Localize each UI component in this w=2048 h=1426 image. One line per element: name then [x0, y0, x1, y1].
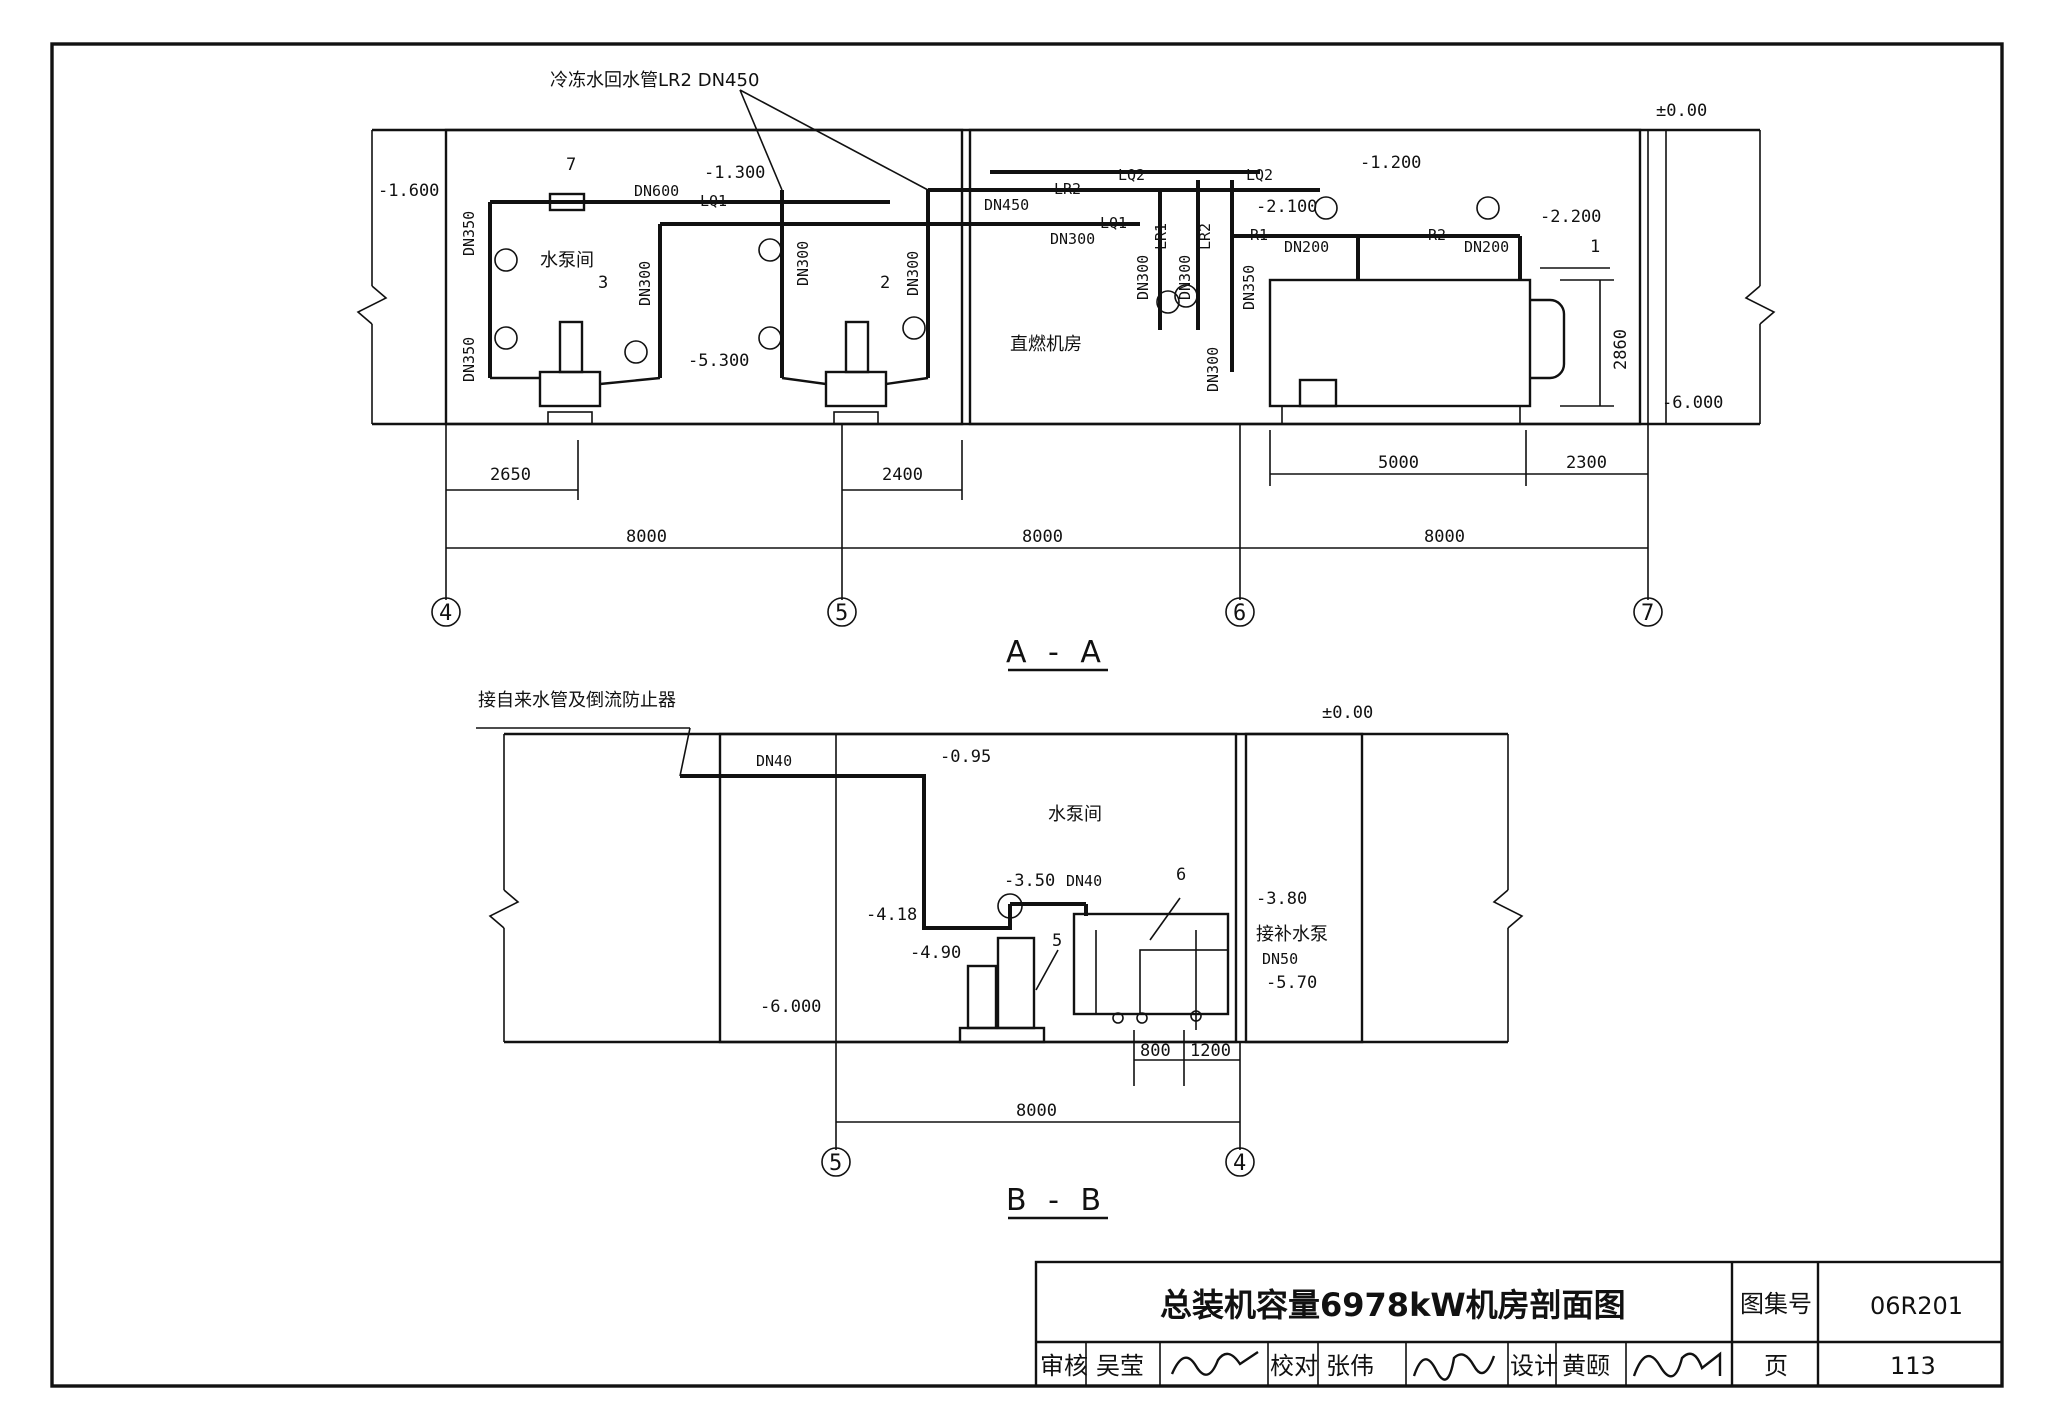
atlas-label: 图集号: [1740, 1290, 1812, 1318]
a-pipe-label: DN300: [1176, 255, 1194, 300]
b-level-pipe: -0.95: [940, 747, 991, 767]
b-pump-room-label: 水泵间: [1048, 804, 1102, 825]
a-axis: 6: [1233, 601, 1246, 626]
a-pipe-label: LR2: [1196, 223, 1214, 250]
a-dim: 8000: [1424, 527, 1465, 547]
a-title: A - A: [1006, 635, 1107, 670]
b-level-right-b: -5.70: [1266, 973, 1317, 993]
signature-check: [1412, 1353, 1496, 1381]
a-dim: 2300: [1566, 453, 1607, 473]
design-label: 设计: [1510, 1352, 1558, 1380]
a-pipe-label: DN600: [634, 182, 679, 200]
a-level-left: -1.600: [378, 181, 439, 201]
a-dim: 5000: [1378, 453, 1419, 473]
b-pipe-out: DN50: [1262, 950, 1298, 968]
a-level-bottom-right: -6.000: [1662, 393, 1723, 413]
a-pipe-label: DN300: [794, 241, 812, 286]
b-level-right-a: -3.80: [1256, 889, 1307, 909]
a-level-top: ±0.00: [1656, 101, 1707, 121]
a-pipe-label: DN300: [1204, 347, 1222, 392]
a-callout: 2: [880, 273, 890, 293]
a-axis: 4: [439, 601, 452, 626]
a-level-pump-base: -5.300: [688, 351, 749, 371]
b-callout: 5: [1052, 931, 1062, 951]
b-to-pump: 接补水泵: [1256, 924, 1328, 945]
a-pipe-label: DN300: [904, 251, 922, 296]
check-label: 校对: [1270, 1352, 1318, 1380]
a-pipe-label: DN350: [1240, 265, 1258, 310]
b-pipe-tank: DN40: [1066, 872, 1102, 890]
a-pipe-label: DN300: [1134, 255, 1152, 300]
a-level-lq2: -1.200: [1360, 153, 1421, 173]
a-pipe-label: DN200: [1284, 238, 1329, 256]
a-pipe-label: DN350: [460, 211, 478, 256]
section-b: B - B 接自来水管及倒流防止器 ±0.00 -6.000 -0.95 -3.…: [476, 690, 1524, 1220]
drawing-title: 总装机容量6978kW机房剖面图: [1160, 1286, 1626, 1324]
a-return-pipe-label: 冷冻水回水管LR2 DN450: [550, 70, 759, 91]
atlas-no: 06R201: [1870, 1292, 1963, 1320]
a-pipe-label: DN350: [460, 337, 478, 382]
b-level-valve: -4.18: [866, 905, 917, 925]
a-dim: 2650: [490, 465, 531, 485]
page-label: 页: [1764, 1352, 1788, 1380]
water-tank: [1072, 912, 1230, 1016]
sheet-border: [50, 42, 2004, 1388]
a-pipe-label: LQ1: [1100, 214, 1127, 232]
checker: 张伟: [1326, 1352, 1374, 1380]
a-pipe-label: LQ2: [1246, 166, 1273, 184]
a-level-r2: -2.200: [1540, 207, 1601, 227]
b-supply-label: 接自来水管及倒流防止器: [478, 690, 676, 711]
b-level-floor: -6.000: [760, 997, 821, 1017]
a-pipe-label: DN450: [984, 196, 1029, 214]
designer: 黄颐: [1562, 1352, 1610, 1380]
b-pipe-top: DN40: [756, 752, 792, 770]
a-pipe-label: DN200: [1464, 238, 1509, 256]
a-pipe-label: R2: [1428, 226, 1446, 244]
section-a: A - A 冷冻水回水管LR2 DN450 ±0.00 -1.600 -6.00…: [356, 70, 1776, 672]
reviewer: 吴莹: [1096, 1352, 1144, 1380]
a-pipe-label: LR1: [1152, 223, 1170, 250]
chiller-unit: [1268, 278, 1532, 408]
b-level-top: ±0.00: [1322, 703, 1373, 723]
a-callout: 3: [598, 273, 608, 293]
a-axis: 7: [1641, 601, 1654, 626]
a-dim: 8000: [626, 527, 667, 547]
b-callout: 6: [1176, 865, 1186, 885]
b-level-tank-in: -3.50: [1004, 871, 1055, 891]
b-dim-span: 8000: [1016, 1101, 1057, 1121]
b-axis: 4: [1233, 1151, 1246, 1176]
review-label: 审核: [1040, 1352, 1088, 1380]
a-burner-room-label: 直燃机房: [1010, 334, 1082, 355]
a-pipe-label: LQ1: [700, 192, 727, 210]
a-level-r1: -2.100: [1256, 197, 1317, 217]
a-level-pipe: -1.300: [704, 163, 765, 183]
a-pipe-label: R1: [1250, 226, 1268, 244]
page-no: 113: [1890, 1352, 1936, 1380]
signature-design: [1632, 1351, 1722, 1378]
b-level-valve-low: -4.90: [910, 943, 961, 963]
a-axis: 5: [835, 601, 848, 626]
a-pipe-label: DN300: [1050, 230, 1095, 248]
b-title: B - B: [1006, 1183, 1107, 1218]
a-callout: 1: [1590, 237, 1600, 257]
a-pipe-label: DN300: [636, 261, 654, 306]
a-callout: 7: [566, 155, 576, 175]
a-pipe-label: LR2: [1054, 180, 1081, 198]
a-height-dim: 2860: [1611, 329, 1631, 370]
a-dim: 2400: [882, 465, 923, 485]
a-pipe-label: LQ2: [1118, 166, 1145, 184]
a-pump-room-label: 水泵间: [540, 250, 594, 271]
b-dim: 1200: [1190, 1041, 1231, 1061]
a-dim: 8000: [1022, 527, 1063, 547]
signature-review: [1170, 1351, 1259, 1376]
title-block: 总装机容量6978kW机房剖面图 图集号 06R201 审核 吴莹 校对 张伟 …: [1034, 1260, 2004, 1388]
b-dim: 800: [1140, 1041, 1171, 1061]
b-axis: 5: [829, 1151, 842, 1176]
